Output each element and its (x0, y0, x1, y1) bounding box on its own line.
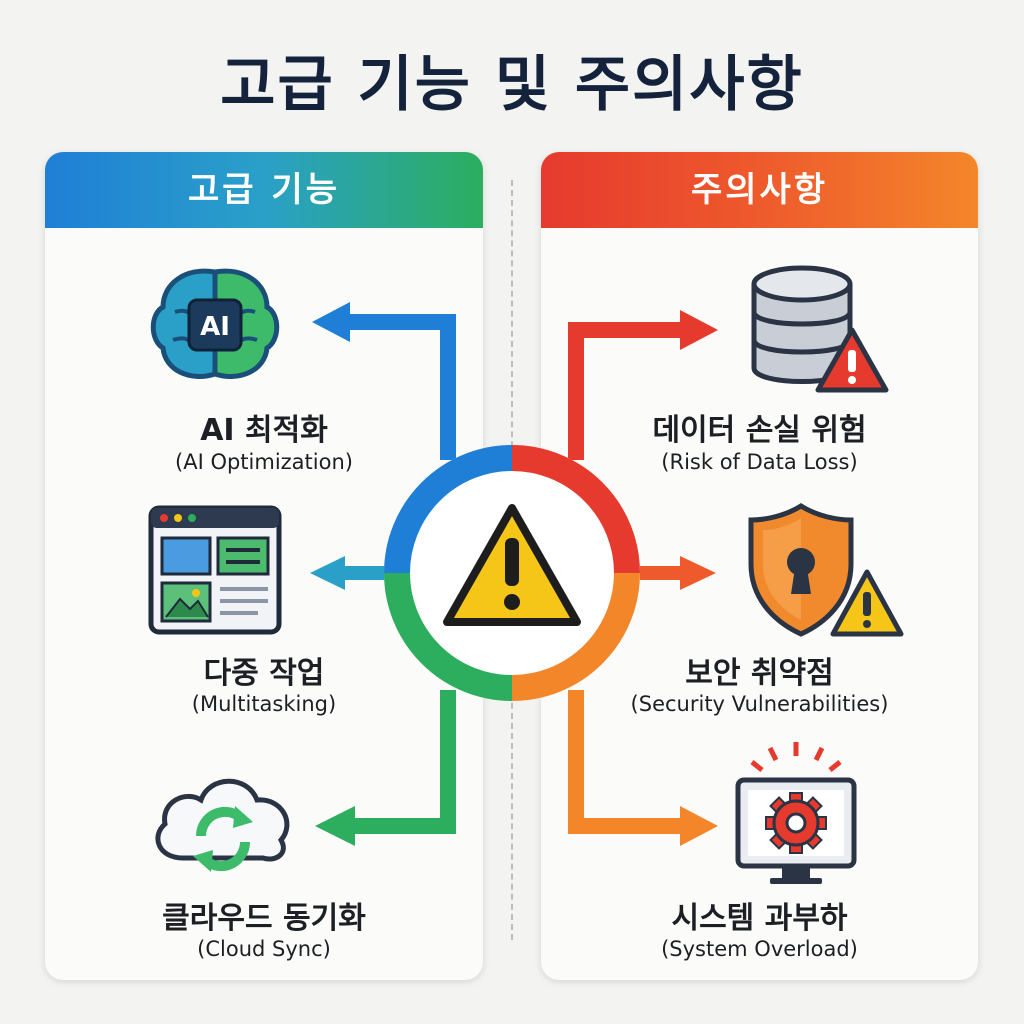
multitasking-subtitle: (Multitasking) (191, 692, 337, 716)
ai-brain-icon: AI (145, 262, 285, 392)
arrow-cloud-sync (315, 806, 355, 846)
advanced-features-header: 고급 기능 (45, 152, 483, 228)
cloud-sync-icon (143, 758, 303, 888)
ai-optimization-title: AI 최적화 (200, 413, 328, 448)
cloud-sync-subtitle: (Cloud Sync) (197, 937, 331, 961)
cloud-sync-title: 클라우드 동기화 (162, 901, 366, 936)
ai-optimization-subtitle: (AI Optimization) (175, 450, 353, 474)
arrow-ai-optimization (312, 302, 350, 342)
arrow-system-overload (680, 806, 718, 846)
shield-lock-warning-icon (745, 502, 905, 640)
monitor-gear-overload-icon (734, 738, 858, 886)
page-title: 고급 기능 및 주의사항 (220, 50, 804, 120)
security-vulnerabilities-title: 보안 취약점 (685, 656, 834, 691)
warning-triangle-icon (443, 504, 581, 626)
data-loss-subtitle: (Risk of Data Loss) (661, 450, 858, 474)
security-vulnerabilities-subtitle: (Security Vulnerabilities) (630, 692, 889, 716)
multitasking-title: 다중 작업 (203, 656, 325, 691)
data-loss-title: 데이터 손실 위험 (652, 413, 867, 448)
arrow-security (680, 556, 716, 590)
multitasking-window-icon (148, 505, 282, 635)
ai-chip-text: AI (200, 312, 230, 342)
system-overload-subtitle: (System Overload) (661, 937, 858, 961)
arrow-data-loss (680, 310, 718, 350)
arrow-multitasking (310, 556, 345, 590)
cautions-header: 주의사항 (541, 152, 978, 228)
database-warning-icon (748, 262, 893, 397)
system-overload-title: 시스템 과부하 (671, 901, 848, 936)
